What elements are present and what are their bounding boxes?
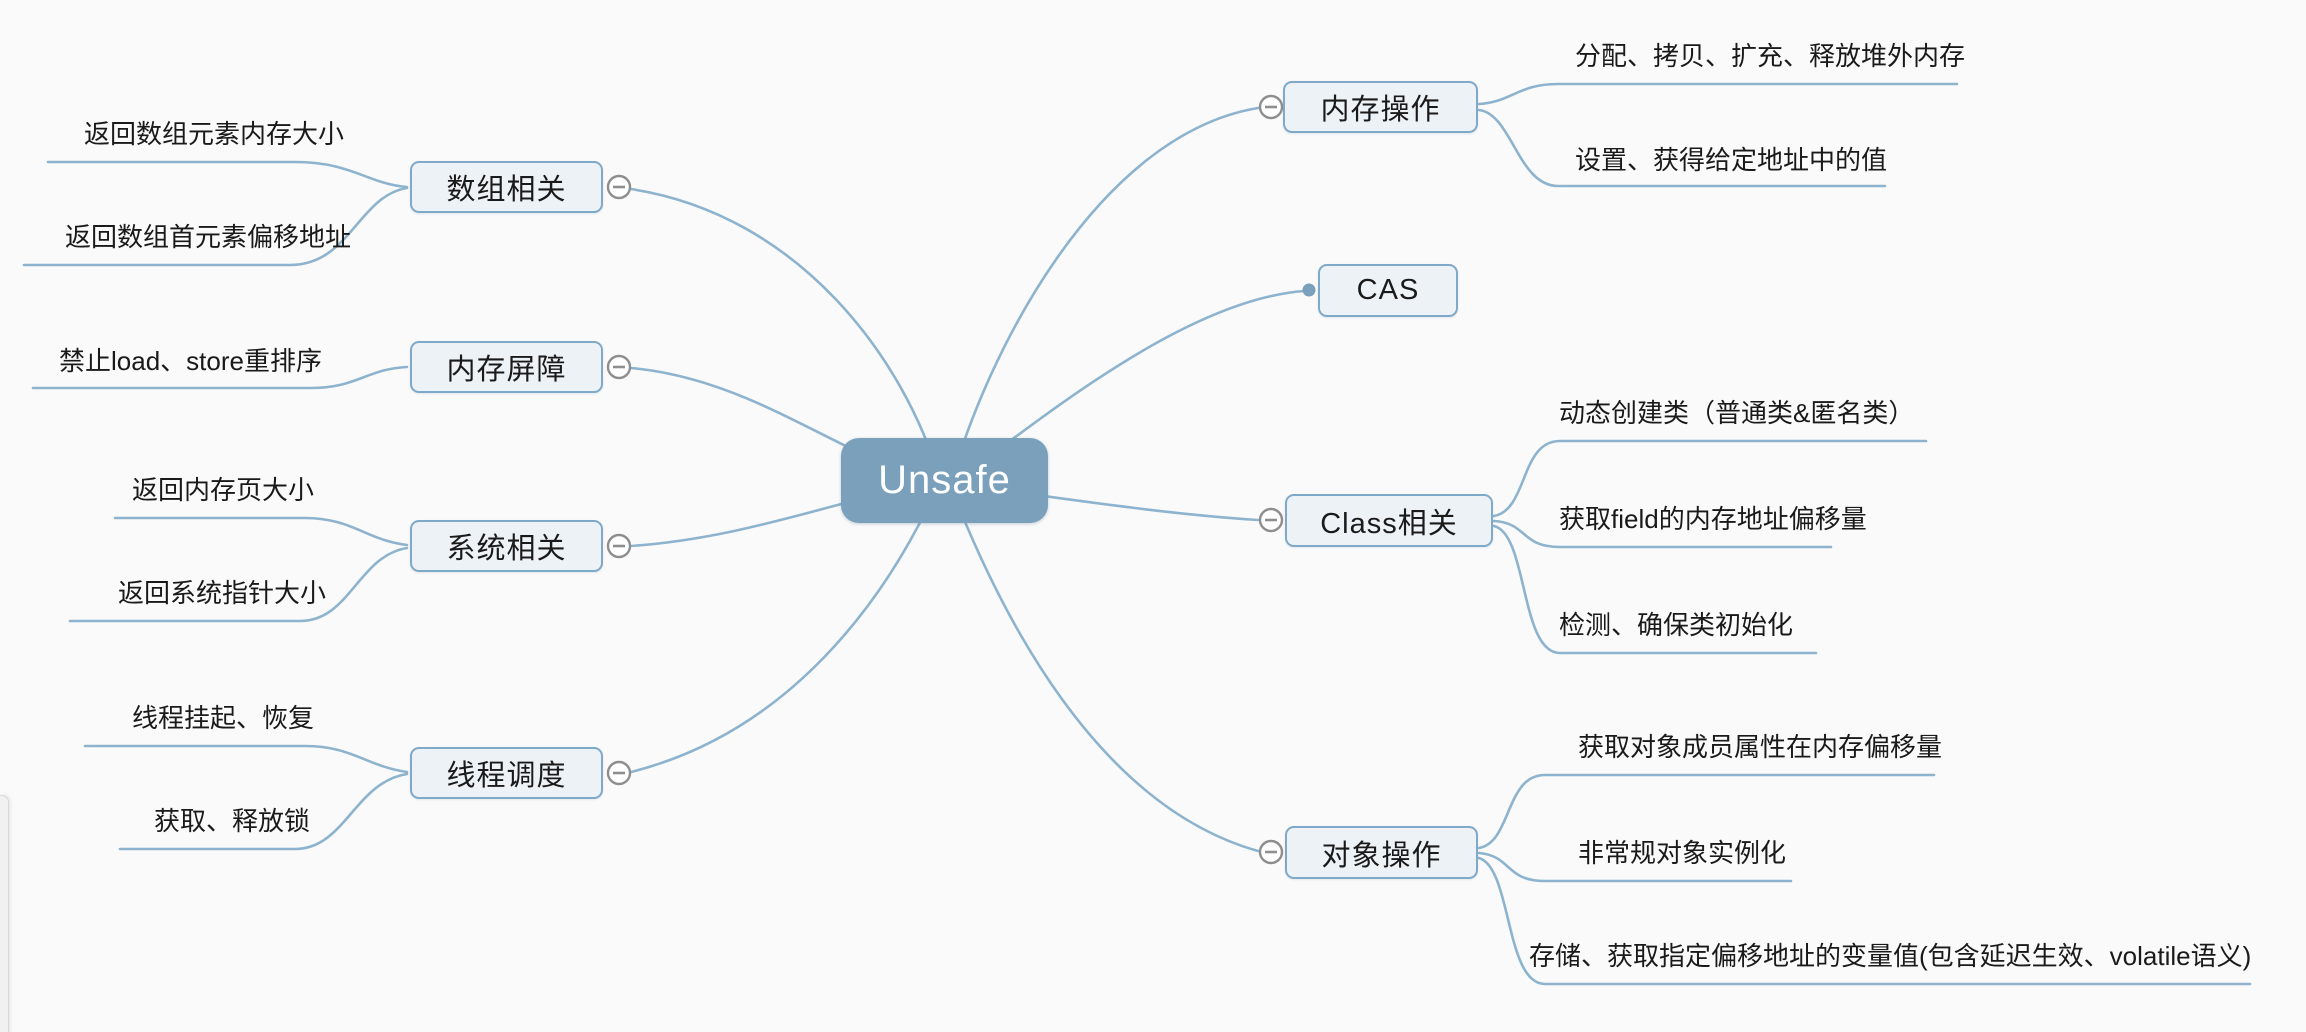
leaf-memop-getput[interactable]: 设置、获得给定地址中的值 <box>1575 145 1888 175</box>
leaf-system-pagesize[interactable]: 返回内存页大小 <box>132 475 315 505</box>
leaf-line-objop-3 <box>1477 856 2252 986</box>
leaf-line-system-2 <box>68 546 409 623</box>
leaf-class-define[interactable]: 动态创建类（普通类&匿名类） <box>1559 398 1915 428</box>
collapse-icon-array[interactable] <box>606 174 632 200</box>
leaf-line-class-1 <box>1492 439 1928 518</box>
leaf-line-membar-1 <box>31 365 409 390</box>
topic-class[interactable]: Class相关 <box>1285 494 1493 547</box>
topic-membar-label: 内存屏障 <box>446 354 567 386</box>
leaf-line-system-1 <box>113 516 409 547</box>
leaf-line-memop-1 <box>1477 82 1959 106</box>
root-topic-label: Unsafe <box>878 458 1011 502</box>
topic-system-label: 系统相关 <box>446 533 567 565</box>
topic-thread-label: 线程调度 <box>446 760 567 792</box>
collapse-icon-memop[interactable] <box>1258 94 1284 120</box>
collapse-icon-class[interactable] <box>1258 507 1284 533</box>
leaf-objop-getputvolatile[interactable]: 存储、获取指定偏移地址的变量值(包含延迟生效、volatile语义) <box>1529 941 2252 971</box>
leaf-line-objop-1 <box>1477 773 1936 850</box>
collapse-icon-thread[interactable] <box>606 760 632 786</box>
leaf-line-array-1 <box>46 160 409 189</box>
topic-system[interactable]: 系统相关 <box>410 520 603 572</box>
leaf-objop-allocinstance[interactable]: 非常规对象实例化 <box>1578 838 1787 868</box>
collapse-icon-membar[interactable] <box>606 354 632 380</box>
leaf-line-class-3 <box>1492 524 1818 655</box>
branch-line-thread <box>629 490 937 774</box>
branch-line-memop <box>950 106 1260 482</box>
leaf-thread-lock[interactable]: 获取、释放锁 <box>154 806 311 836</box>
topic-memop[interactable]: 内存操作 <box>1283 81 1478 133</box>
leaf-memop-alloc[interactable]: 分配、拷贝、扩充、释放堆外内存 <box>1575 41 1966 71</box>
topic-objop-label: 对象操作 <box>1321 839 1442 872</box>
leaf-class-ensureinit[interactable]: 检测、确保类初始化 <box>1559 610 1794 640</box>
leaf-array-elem-size[interactable]: 返回数组元素内存大小 <box>84 119 345 149</box>
leaf-line-thread-2 <box>118 772 409 851</box>
leaf-array-base-offset[interactable]: 返回数组首元素偏移地址 <box>65 222 352 252</box>
leaf-system-pointersize[interactable]: 返回系统指针大小 <box>118 578 327 608</box>
topic-cas-label: CAS <box>1356 274 1420 306</box>
leaf-membar-reorder[interactable]: 禁止load、store重排序 <box>59 346 322 376</box>
topic-cas[interactable]: CAS <box>1318 264 1458 317</box>
leaf-line-memop-2 <box>1477 108 1887 188</box>
topic-array[interactable]: 数组相关 <box>410 161 603 213</box>
topic-array-label: 数组相关 <box>446 174 567 206</box>
topic-membar[interactable]: 内存屏障 <box>410 341 603 393</box>
leaf-line-class-2 <box>1492 519 1833 549</box>
topic-thread[interactable]: 线程调度 <box>410 747 603 799</box>
cas-connector-dot-icon <box>1302 283 1316 297</box>
left-panel-edge <box>0 795 9 1032</box>
branch-line-objop <box>950 488 1260 853</box>
leaf-line-array-2 <box>22 186 409 267</box>
collapse-icon-system[interactable] <box>606 533 632 559</box>
leaf-thread-parkunpark[interactable]: 线程挂起、恢复 <box>132 703 315 733</box>
leaf-class-fieldoffset[interactable]: 获取field的内存地址偏移量 <box>1559 504 1867 534</box>
topic-memop-label: 内存操作 <box>1320 94 1441 126</box>
branch-line-array <box>629 187 942 482</box>
leaf-objop-memberoffset[interactable]: 获取对象成员属性在内存偏移量 <box>1578 732 1943 762</box>
leaf-line-thread-1 <box>83 744 409 774</box>
root-topic-unsafe[interactable]: Unsafe <box>841 438 1048 523</box>
collapse-icon-objop[interactable] <box>1258 839 1284 865</box>
topic-objop[interactable]: 对象操作 <box>1285 826 1478 879</box>
leaf-line-objop-2 <box>1477 851 1793 883</box>
topic-class-label: Class相关 <box>1320 507 1458 540</box>
